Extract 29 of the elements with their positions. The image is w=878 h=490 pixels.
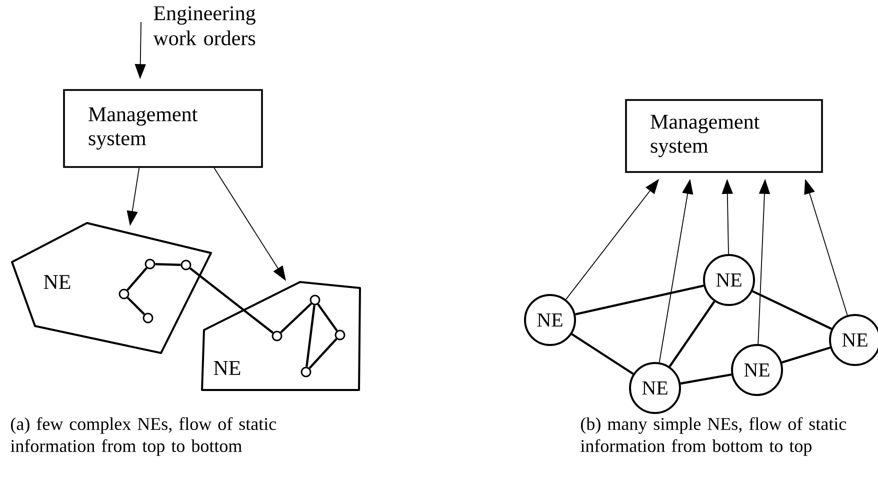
network-element-polygon: NE [201, 281, 361, 391]
link-line [668, 300, 716, 368]
caption: (a) few complex NEs, flow of static information from top to bottom [10, 417, 276, 456]
link-line [155, 263, 181, 266]
connection-point [334, 330, 346, 340]
connection-point [118, 288, 130, 300]
connection-point [142, 312, 154, 324]
connection-point [300, 366, 312, 378]
link-line [571, 333, 634, 375]
connection-point [310, 294, 320, 306]
connection-point [180, 260, 192, 270]
link-line [782, 346, 830, 364]
link-line [306, 305, 316, 367]
process-box: Management system [625, 99, 823, 173]
caption: (b) many simple NEs, flow of static information from bottom to top [580, 417, 846, 456]
link-line [752, 290, 832, 330]
connection-point [144, 258, 156, 270]
link-line [308, 338, 338, 369]
link-line [317, 304, 338, 332]
link-line [280, 302, 312, 334]
link-line [126, 296, 146, 316]
process-box: Management system [63, 89, 263, 168]
edge-label: Engineering work orders [153, 6, 256, 46]
network-element-polygon: NE [11, 222, 212, 354]
link-line [126, 267, 148, 291]
link-line [189, 267, 274, 334]
connection-point [272, 330, 282, 342]
link-line [575, 284, 704, 316]
link-line [680, 373, 732, 385]
